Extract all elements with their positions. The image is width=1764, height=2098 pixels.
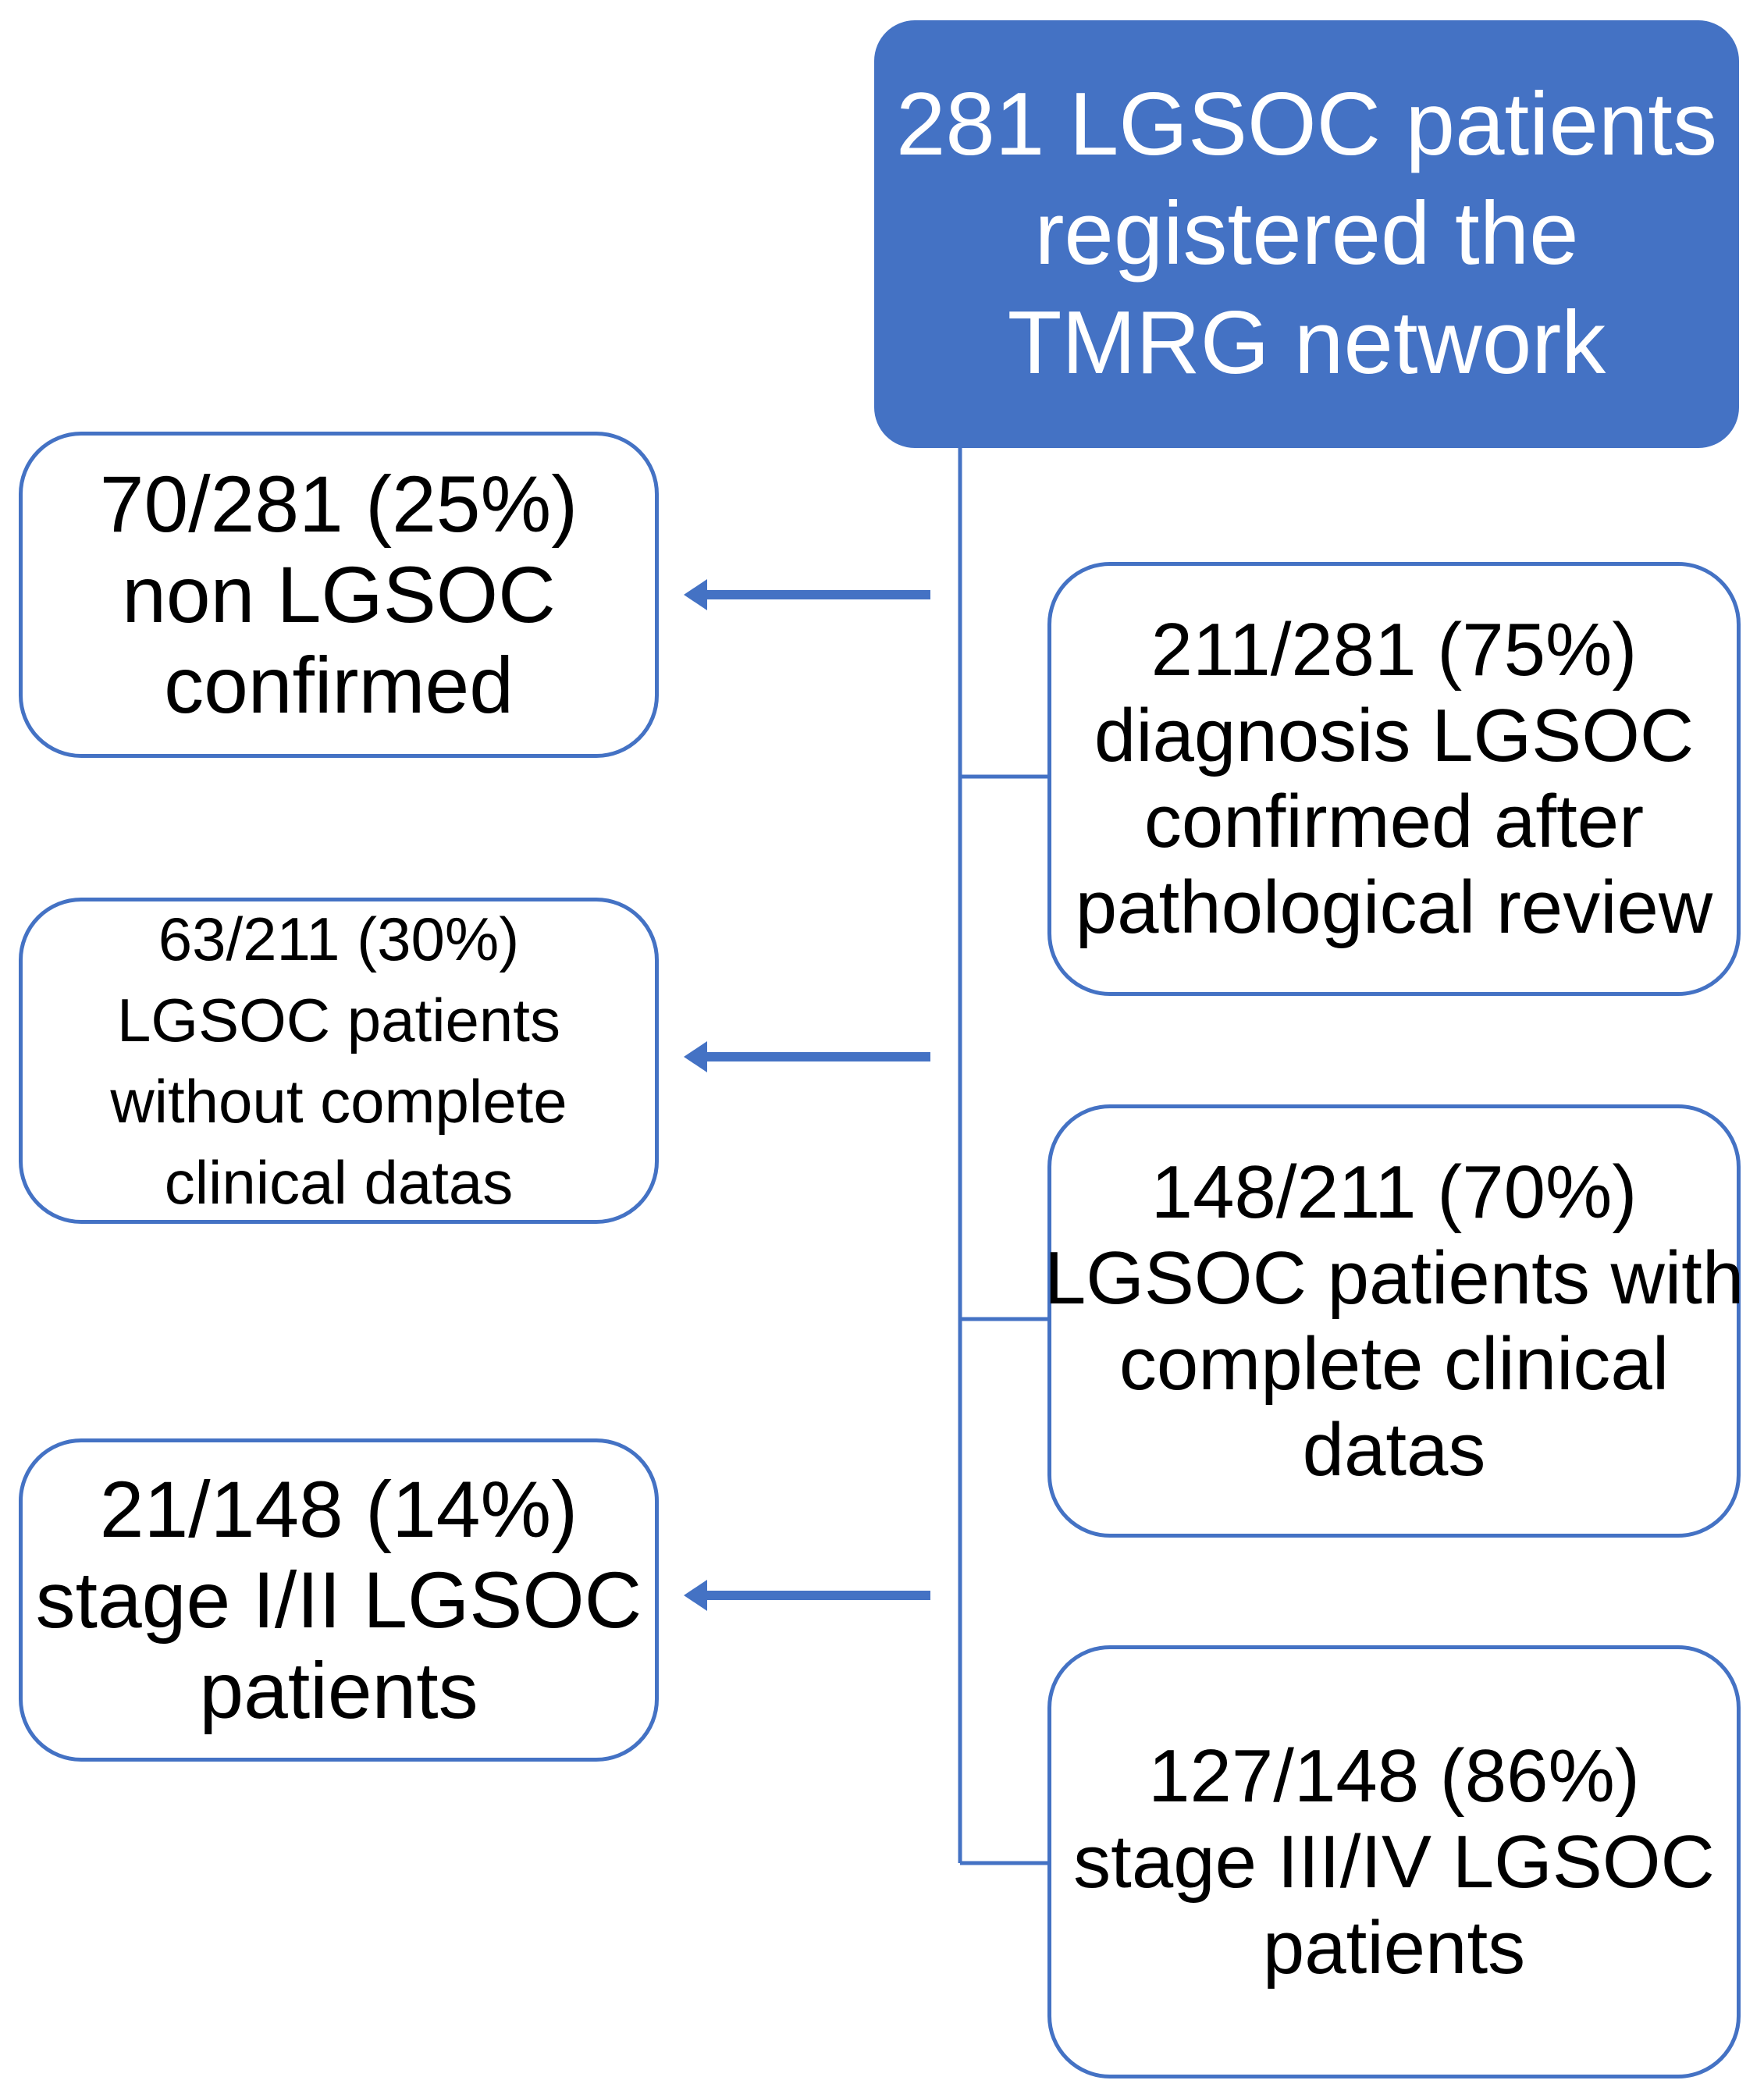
arrow-head-2 xyxy=(684,1041,707,1072)
registered-patients-box: 281 LGSOC patients registered the TMRG n… xyxy=(874,20,1739,448)
arrow-head-1 xyxy=(684,579,707,610)
non-lgsoc-line-1: 70/281 (25%) xyxy=(99,460,578,549)
stage-1-2-line-1: 21/148 (14%) xyxy=(99,1465,578,1554)
incomplete-data-line-3: without complete xyxy=(110,1067,567,1136)
confirmed-diagnosis-line-4: pathological review xyxy=(1075,866,1713,949)
non-lgsoc-box: 70/281 (25%) non LGSOC confirmed xyxy=(19,432,659,758)
top-box-line-3: TMRG network xyxy=(1007,293,1606,393)
non-lgsoc-line-2: non LGSOC xyxy=(122,550,556,639)
non-lgsoc-line-3: confirmed xyxy=(164,641,514,730)
arrow-head-3 xyxy=(684,1580,707,1611)
stage-1-2-box: 21/148 (14%) stage I/II LGSOC patients xyxy=(19,1438,659,1762)
confirmed-diagnosis-line-2: diagnosis LGSOC xyxy=(1094,694,1695,777)
incomplete-data-line-4: clinical datas xyxy=(164,1148,514,1217)
incomplete-data-line-2: LGSOC patients xyxy=(117,986,560,1054)
confirmed-diagnosis-line-1: 211/281 (75%) xyxy=(1151,608,1638,692)
stage-1-2-line-3: patients xyxy=(199,1646,478,1735)
top-box-line-2: registered the xyxy=(1034,184,1579,283)
confirmed-diagnosis-line-3: confirmed after xyxy=(1143,780,1645,863)
top-box-line-1: 281 LGSOC patients xyxy=(896,75,1717,174)
complete-data-line-2: LGSOC patients with xyxy=(1044,1236,1744,1320)
complete-data-box: 148/211 (70%) LGSOC patients with comple… xyxy=(1044,1104,1744,1538)
stage-3-4-box: 127/148 (86%) stage III/IV LGSOC patient… xyxy=(1047,1645,1741,2078)
confirmed-diagnosis-box: 211/281 (75%) diagnosis LGSOC confirmed … xyxy=(1047,562,1741,996)
complete-data-line-4: datas xyxy=(1302,1407,1486,1492)
complete-data-line-1: 148/211 (70%) xyxy=(1151,1150,1638,1234)
stage-1-2-line-2: stage I/II LGSOC xyxy=(35,1556,642,1645)
incomplete-data-box: 63/211 (30%) LGSOC patients without comp… xyxy=(19,898,659,1224)
stage-3-4-line-3: patients xyxy=(1262,1905,1526,1990)
incomplete-data-line-1: 63/211 (30%) xyxy=(158,905,520,973)
stage-3-4-line-1: 127/148 (86%) xyxy=(1148,1734,1640,1818)
complete-data-line-3: complete clinical xyxy=(1119,1321,1670,1406)
stage-3-4-line-2: stage III/IV LGSOC xyxy=(1073,1819,1715,1904)
